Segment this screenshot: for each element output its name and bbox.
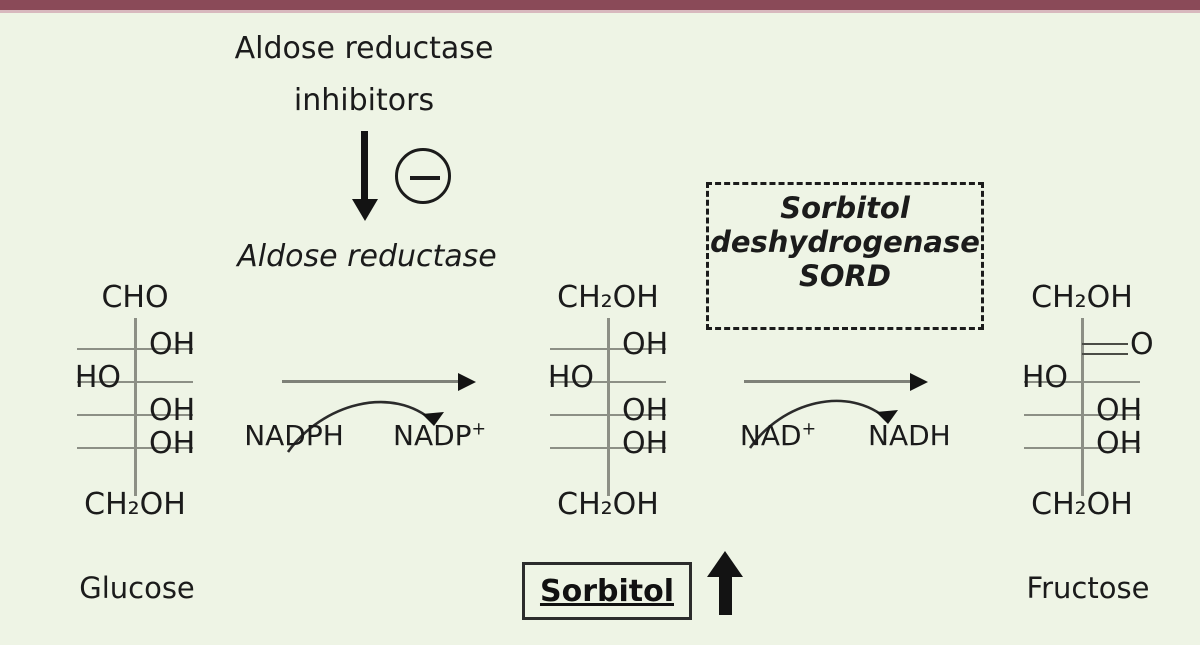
reaction-2-cofactor-in: NAD+ [739, 419, 817, 452]
accent-top-bar-underline [0, 10, 1200, 13]
sorbitol-top-group: CH₂OH [557, 280, 659, 315]
fructose-substituent-3: OH [1096, 393, 1143, 428]
fructose-substituent-1: O [1130, 327, 1154, 362]
fructose-double-bond-lower [1082, 353, 1128, 355]
fructose-double-bond-upper [1082, 343, 1128, 345]
accent-top-bar [0, 0, 1200, 10]
sorbitol-substituent-4: OH [622, 426, 669, 461]
reaction-2-curved-arrow [748, 399, 898, 449]
sord-line-1: Sorbitol [780, 191, 910, 225]
reaction-1-cofactor-out: NADP+ [393, 419, 487, 452]
sorbitol-highlight-label: Sorbitol [539, 573, 674, 609]
sorbitol-substituent-1: OH [622, 327, 669, 362]
fructose-top-group: CH₂OH [1031, 280, 1133, 315]
molecule-glucose-name: Glucose [79, 571, 195, 605]
fructose-bottom-group: CH₂OH [1031, 487, 1133, 522]
sord-line-2: deshydrogenase [710, 225, 980, 260]
glucose-substituent-4: OH [149, 426, 196, 461]
glucose-substituent-1: OH [149, 327, 196, 362]
reaction-1-cofactor-in: NADPH [244, 419, 344, 452]
enzyme-aldose-reductase-label: Aldose reductase [237, 239, 497, 274]
inhibitor-title-line2: inhibitors [293, 83, 435, 118]
reaction-1-curved-arrow [286, 400, 444, 453]
fructose-substituent-4: OH [1096, 426, 1143, 461]
sorbitol-substituent-3: OH [622, 393, 669, 428]
glucose-substituent-2: HO [74, 360, 121, 395]
sord-line-3: SORD [799, 259, 891, 294]
inhibitor-title-line1: Aldose reductase [234, 31, 494, 66]
molecule-fructose-name: Fructose [1026, 571, 1150, 605]
fructose-substituent-2: HO [1021, 360, 1068, 395]
glucose-top-group: CHO [101, 280, 169, 315]
sorbitol-substituent-2: HO [547, 360, 594, 395]
sorbitol-bottom-group: CH₂OH [557, 487, 659, 522]
minus-circle-icon [395, 148, 451, 204]
glucose-bottom-group: CH₂OH [84, 487, 186, 522]
glucose-substituent-3: OH [149, 393, 196, 428]
reaction-2-cofactor-out: NADH [868, 419, 951, 452]
sorbitol-highlight-box: Sorbitol [522, 562, 692, 620]
sord-enzyme-box: Sorbitol deshydrogenase SORD [706, 182, 984, 330]
